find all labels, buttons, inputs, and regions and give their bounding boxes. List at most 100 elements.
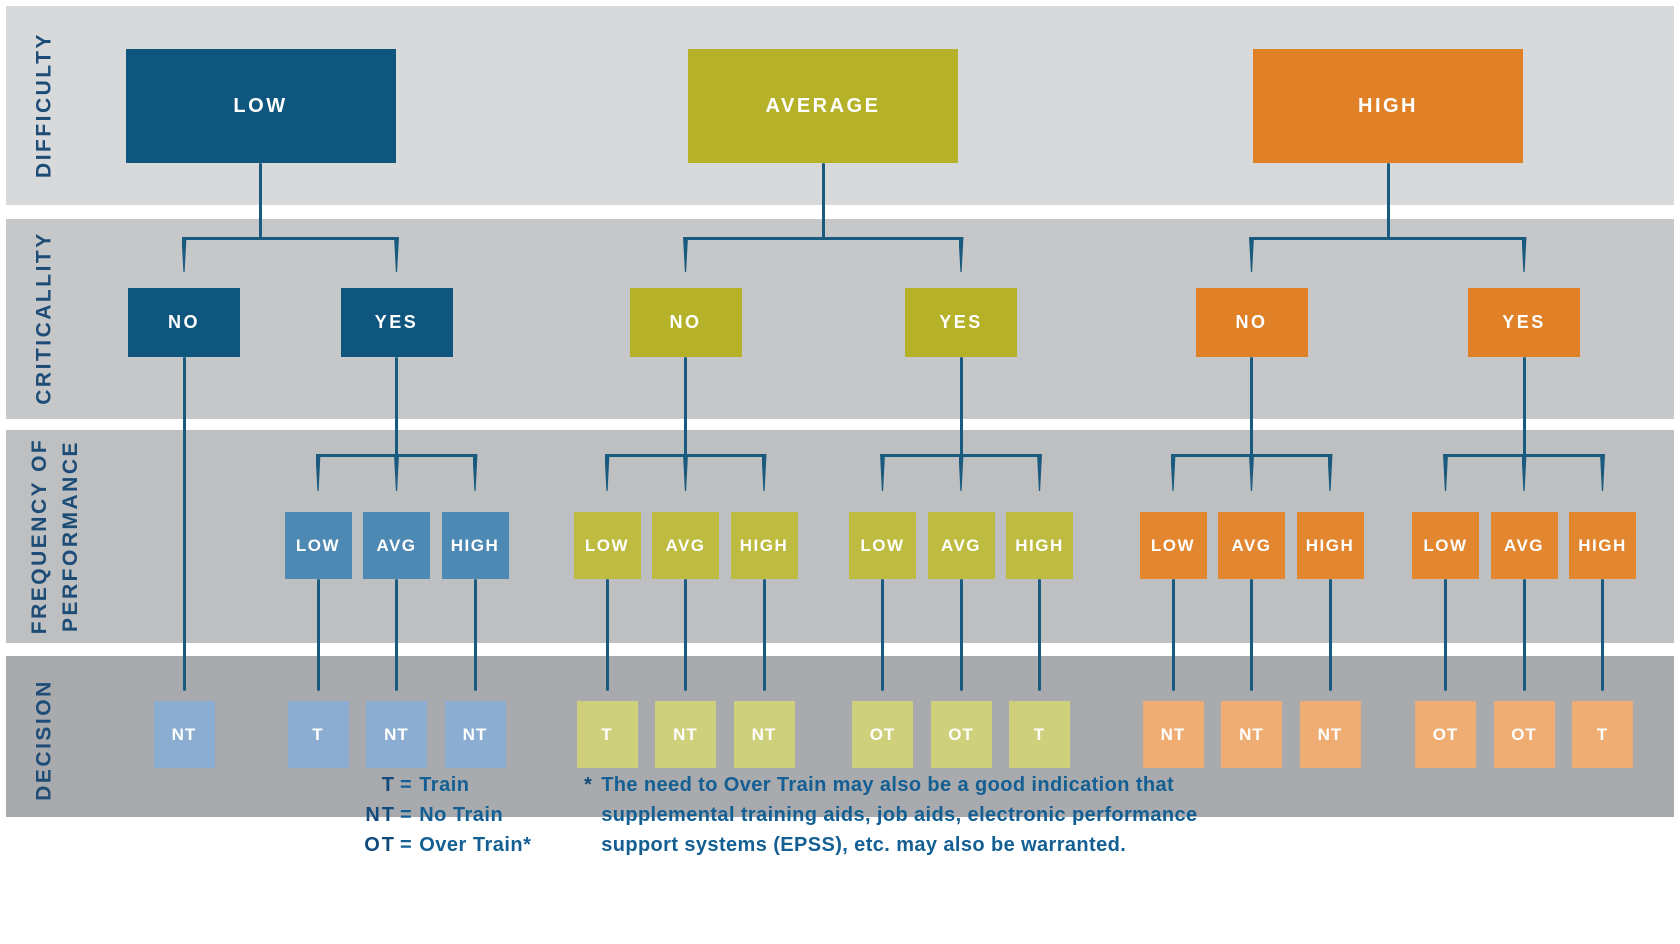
frequency-box: HIGH xyxy=(1569,512,1636,579)
connector-line xyxy=(762,579,766,691)
connector-stub xyxy=(315,454,321,491)
footnote-lines: The need to Over Train may also be a goo… xyxy=(601,770,1197,860)
connector-stub xyxy=(1170,454,1176,491)
decision-box: T xyxy=(576,701,638,768)
frequency-box: AVG xyxy=(927,512,995,579)
connector-line xyxy=(1386,163,1390,240)
connector-line xyxy=(881,579,884,691)
decision-box: T xyxy=(1572,701,1633,768)
connector-line xyxy=(821,163,825,240)
footnote-line: support systems (EPSS), etc. may also be… xyxy=(601,834,1127,856)
footnote-line: The need to Over Train may also be a goo… xyxy=(601,774,1175,796)
criticality-box: NO xyxy=(128,288,240,357)
criticality-box: NO xyxy=(629,288,742,357)
connector-line xyxy=(1444,579,1447,691)
connector-line xyxy=(1522,579,1526,691)
connector-stub xyxy=(604,454,610,491)
decision-box: NT xyxy=(444,701,506,768)
connector-stub xyxy=(1249,237,1254,272)
connector-stub xyxy=(683,454,688,491)
connector-line xyxy=(684,357,687,457)
band-frequency xyxy=(6,430,1674,643)
legend-item-no-train: NT=No Train xyxy=(318,800,531,830)
row-label-difficulty: DIFFICULTY xyxy=(32,32,56,178)
frequency-box: LOW xyxy=(1139,512,1207,579)
connector-stub xyxy=(1600,454,1605,491)
connector-line xyxy=(182,357,186,691)
legend-text-no-train: No Train xyxy=(419,803,504,826)
connector-stub xyxy=(394,237,399,272)
frequency-box: HIGH xyxy=(1006,512,1073,579)
decision-box: OT xyxy=(1493,701,1555,768)
decision-box: OT xyxy=(930,701,992,768)
criticality-box: YES xyxy=(905,288,1017,357)
connector-stub xyxy=(1249,454,1254,491)
legend-equals: = xyxy=(400,833,413,856)
decision-box: OT xyxy=(852,701,913,768)
connector-stub xyxy=(1037,454,1042,491)
decision-box: NT xyxy=(1142,701,1204,768)
legend-text-over-train: Over Train* xyxy=(419,833,532,856)
row-label-decision: DECISION xyxy=(32,679,56,801)
legend-abbr-over-train: OT xyxy=(364,833,396,856)
decision-box: T xyxy=(1009,701,1070,768)
connector-line xyxy=(1250,579,1253,691)
row-label-frequency-line2: PERFORMANCE xyxy=(59,440,82,633)
connector-stub xyxy=(761,454,767,491)
connector-stub xyxy=(880,454,885,491)
frequency-box: LOW xyxy=(1412,512,1479,579)
connector-stub xyxy=(683,237,688,272)
criticality-box: NO xyxy=(1195,288,1308,357)
connector-stub xyxy=(394,454,399,491)
legend-item-over-train: OT= Over Train* xyxy=(318,830,531,860)
connector-line xyxy=(684,579,687,691)
frequency-box: HIGH xyxy=(1296,512,1364,579)
decision-box: OT xyxy=(1415,701,1476,768)
decision-box: NT xyxy=(366,701,427,768)
legend: T=Train NT=No Train OT=Over Train* xyxy=(318,770,531,860)
connector-stub xyxy=(1521,454,1527,491)
legend-abbr-train: T xyxy=(381,773,396,796)
connector-line xyxy=(316,579,320,691)
connector-stub xyxy=(958,237,964,272)
footnote: * The need to Over Train may also be a g… xyxy=(584,770,1198,860)
row-label-frequency-line1: FREQUENCY OF xyxy=(28,437,51,635)
connector-line xyxy=(1250,357,1253,457)
footnote-asterisk: * xyxy=(584,774,593,796)
legend-abbr-no-train: NT xyxy=(365,803,396,826)
criticality-box: YES xyxy=(1468,288,1580,357)
connector-stub xyxy=(472,454,478,491)
decision-box: NT xyxy=(153,701,215,768)
connector-stub xyxy=(958,454,964,491)
connector-line xyxy=(605,579,609,691)
connector-line xyxy=(1522,357,1526,457)
decision-box: NT xyxy=(655,701,716,768)
legend-text-train: Train xyxy=(419,773,470,796)
band-decision xyxy=(6,656,1674,817)
decision-box: NT xyxy=(1221,701,1282,768)
connector-line xyxy=(395,579,398,691)
decision-box: T xyxy=(287,701,349,768)
frequency-box: AVG xyxy=(652,512,719,579)
band-criticality xyxy=(6,219,1674,419)
difficulty-box: HIGH xyxy=(1253,49,1523,163)
connector-line xyxy=(959,357,963,457)
frequency-box: LOW xyxy=(284,512,352,579)
connector-line xyxy=(395,357,398,457)
frequency-box: AVG xyxy=(1218,512,1285,579)
frequency-box: AVG xyxy=(363,512,430,579)
legend-equals: = xyxy=(400,773,413,796)
row-label-criticality: CRITICALLITY xyxy=(32,231,56,405)
branch-splitter xyxy=(1251,237,1524,240)
connector-stub xyxy=(181,237,187,272)
connector-line xyxy=(1171,579,1175,691)
connector-stub xyxy=(1327,454,1333,491)
connector-line xyxy=(959,579,963,691)
decision-box: NT xyxy=(733,701,795,768)
frequency-box: HIGH xyxy=(730,512,798,579)
footnote-line: supplemental training aids, job aids, el… xyxy=(601,804,1198,826)
connector-line xyxy=(259,163,262,240)
connector-line xyxy=(1038,579,1041,691)
branch-splitter xyxy=(685,237,961,240)
